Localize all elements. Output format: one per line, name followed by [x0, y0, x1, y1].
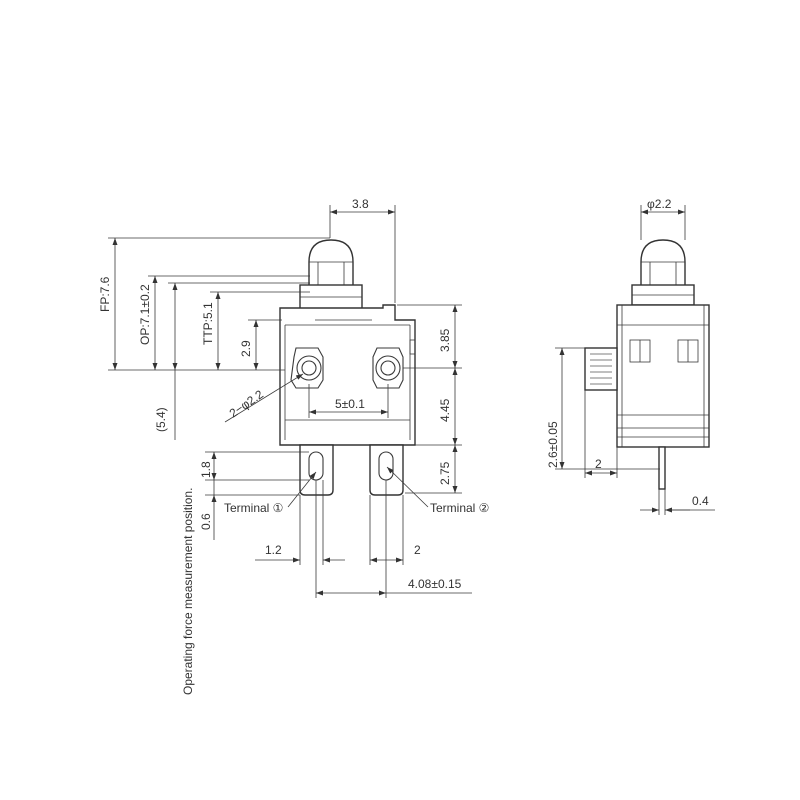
- side-plunger: [640, 239, 686, 291]
- dim-0-6: 0.6: [199, 513, 213, 530]
- dim-0-4: 0.4: [692, 494, 709, 508]
- dim-2-75: 2.75: [438, 461, 452, 485]
- dim-top-width: 3.8: [352, 197, 369, 211]
- side-view: φ2.2 2.6±0.05 2 0.4: [546, 197, 715, 515]
- terminal-1-shape: [299, 444, 334, 496]
- front-view: 3.8 FP:7.6 OP:7.1±0.2 TTP:5.1 2.9 (5.4) …: [98, 197, 489, 695]
- dim-hole: 2−φ2.2: [227, 387, 267, 421]
- dim-2-6: 2.6±0.05: [546, 421, 560, 468]
- mounting-hole-right: [372, 347, 404, 389]
- dim-ttp: TTP:5.1: [201, 302, 215, 345]
- side-boss: [584, 347, 618, 391]
- front-body: [279, 304, 416, 446]
- dim-1-2: 1.2: [265, 543, 282, 557]
- dim-fp: FP:7.6: [98, 276, 112, 312]
- dim-term-pitch: 4.08±0.15: [408, 577, 462, 591]
- side-terminal: [658, 446, 666, 490]
- dim-4-45: 4.45: [438, 398, 452, 422]
- dim-plunger-dia: φ2.2: [647, 197, 672, 211]
- dim-1-8: 1.8: [199, 461, 213, 478]
- terminal-1-label: Terminal ①: [224, 501, 283, 515]
- side-body: [616, 304, 710, 448]
- dim-2-9: 2.9: [239, 340, 253, 357]
- terminal-2-shape: [369, 444, 404, 496]
- dim-3-85: 3.85: [438, 328, 452, 352]
- dim-2: 2: [414, 543, 421, 557]
- dim-5-4: (5.4): [154, 407, 168, 432]
- note-force-position: Operating force measurement position.: [181, 488, 195, 695]
- dim-op: OP:7.1±0.2: [138, 284, 152, 345]
- terminal-2-label: Terminal ②: [430, 501, 489, 515]
- dim-side-2: 2: [595, 457, 602, 471]
- dim-hole-pitch: 5±0.1: [335, 397, 365, 411]
- mounting-hole-left: [290, 347, 324, 389]
